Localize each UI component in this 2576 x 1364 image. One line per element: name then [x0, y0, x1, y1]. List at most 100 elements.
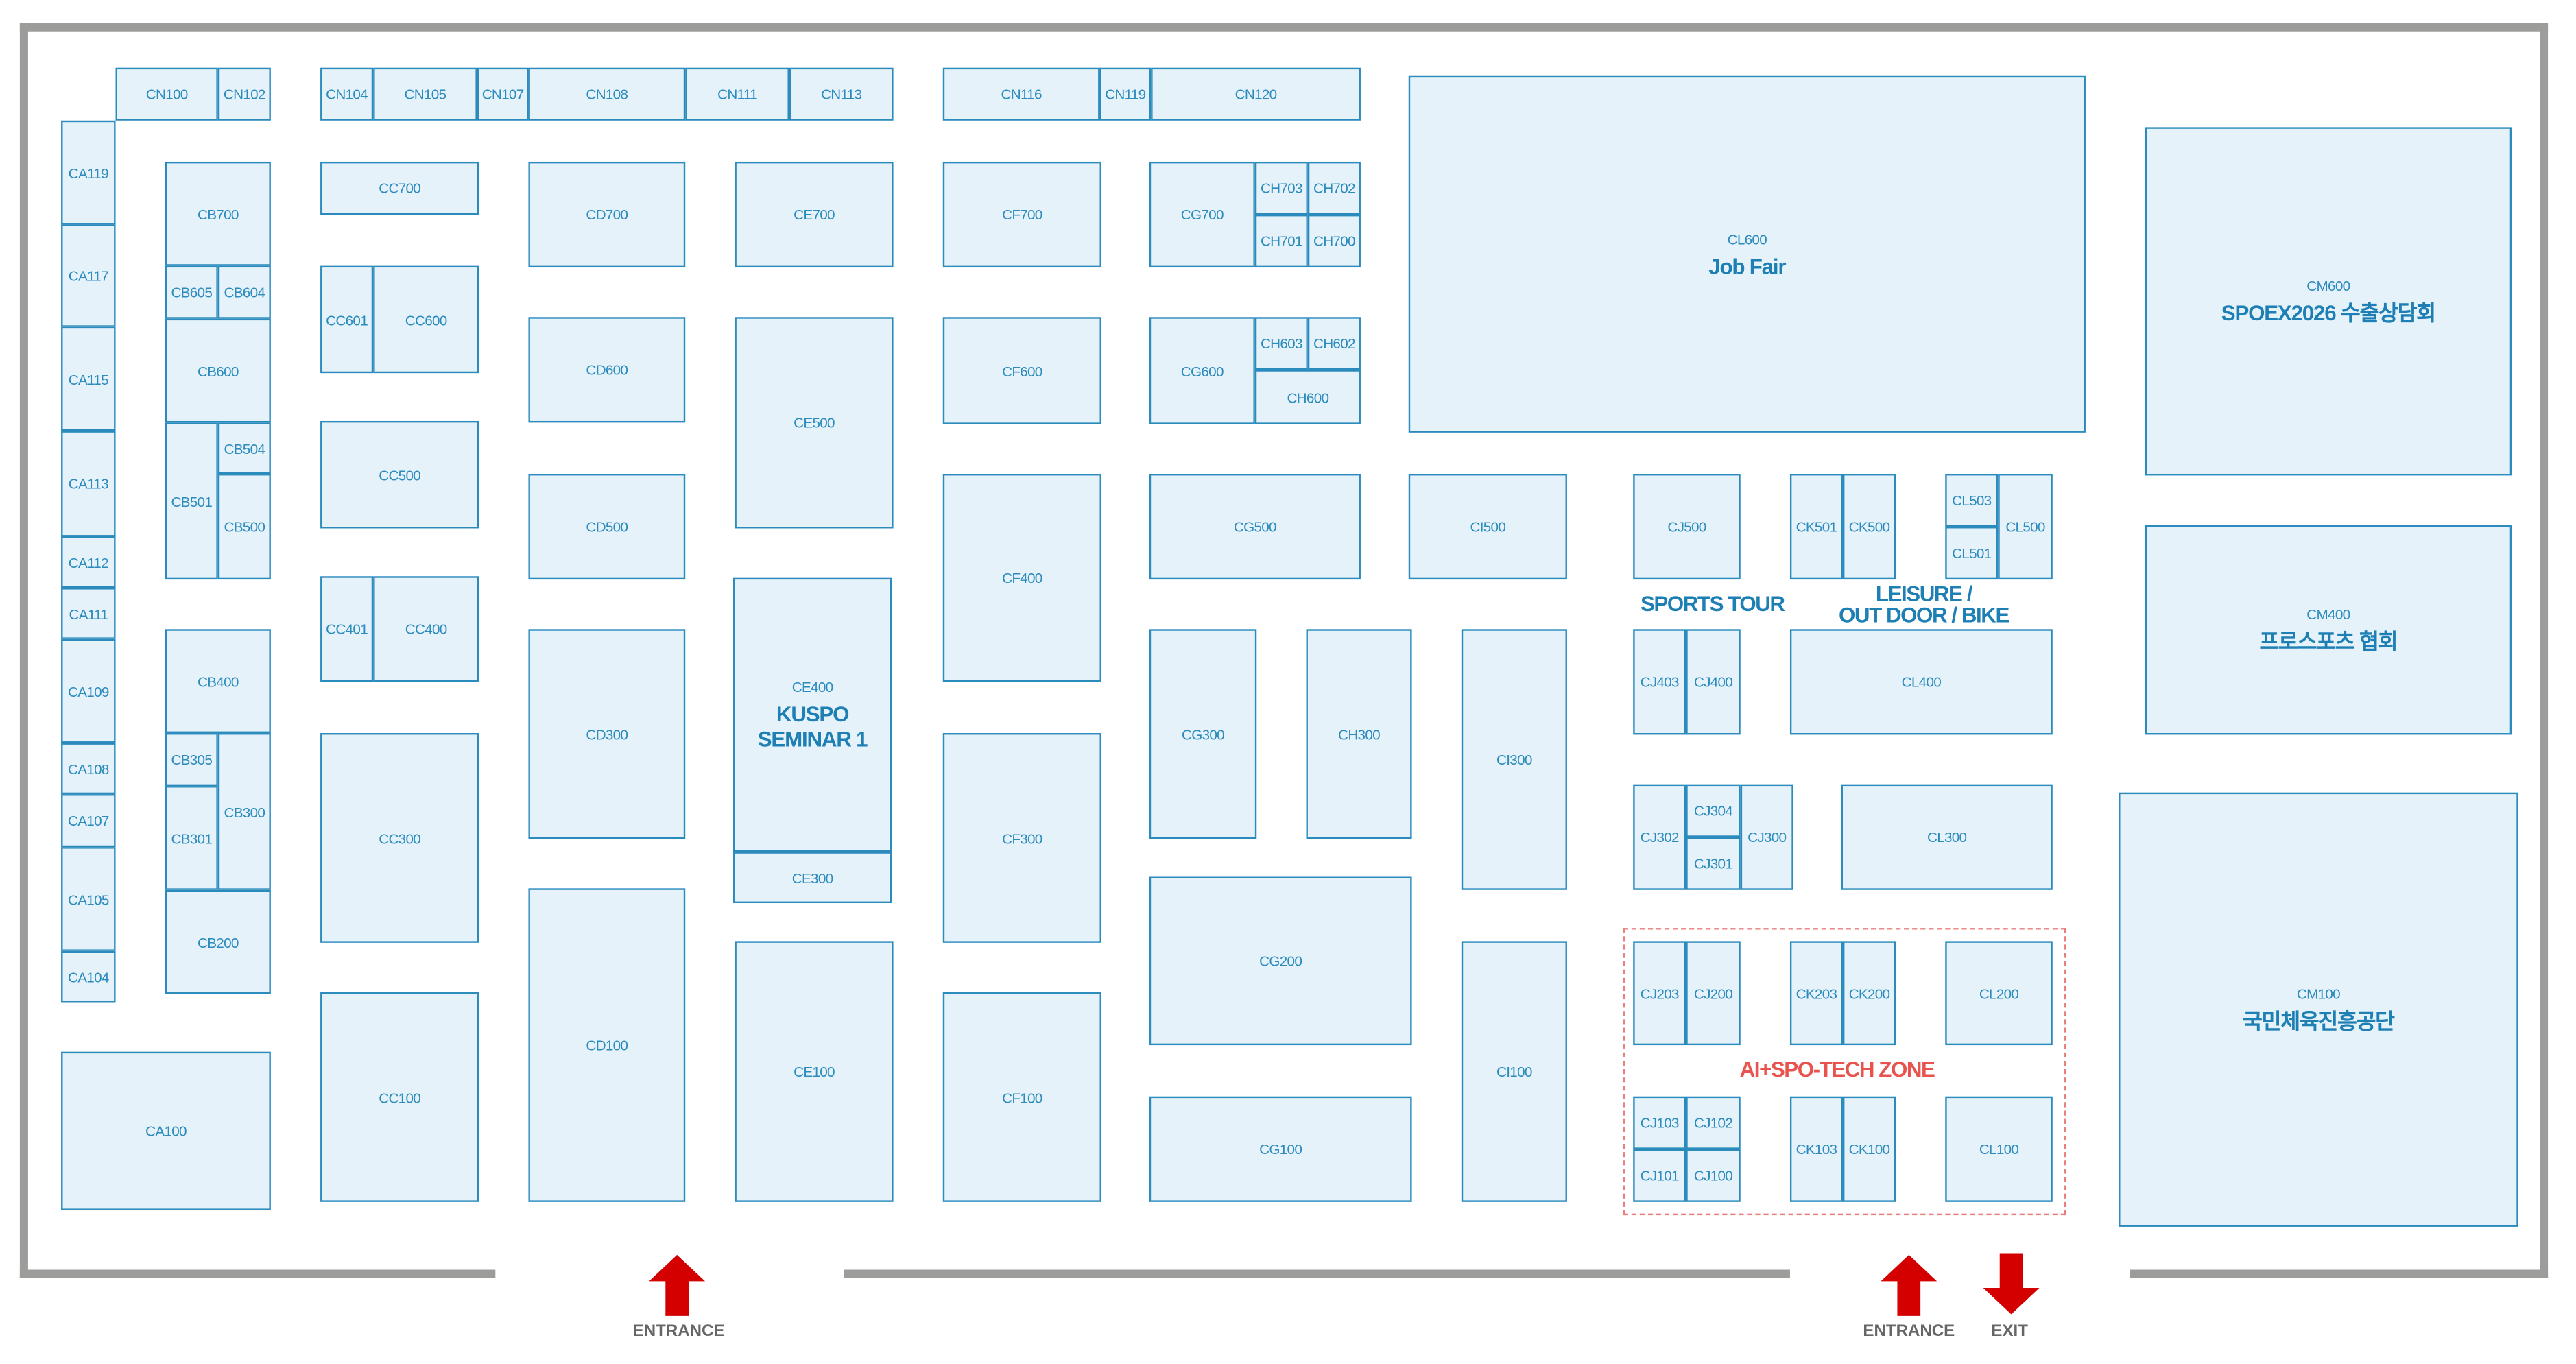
- booth-cl400[interactable]: CL400: [1789, 629, 2053, 735]
- booth-cf700[interactable]: CF700: [942, 161, 1101, 268]
- booth-cc401[interactable]: CC401: [320, 576, 374, 682]
- booth-ca100[interactable]: CA100: [61, 1051, 271, 1210]
- booth-ci100[interactable]: CI100: [1461, 941, 1567, 1202]
- booth-cd600[interactable]: CD600: [528, 317, 686, 423]
- booth-cb600[interactable]: CB600: [165, 318, 271, 423]
- booth-cn113[interactable]: CN113: [789, 67, 894, 121]
- booth-cc700[interactable]: CC700: [320, 161, 479, 215]
- booth-ch701[interactable]: CH701: [1254, 215, 1308, 268]
- booth-ca107[interactable]: CA107: [61, 794, 116, 848]
- booth-cj400[interactable]: CJ400: [1686, 629, 1741, 735]
- booth-ch602[interactable]: CH602: [1307, 317, 1361, 370]
- booth-ch300[interactable]: CH300: [1306, 629, 1412, 839]
- booth-cl200[interactable]: CL200: [1945, 941, 2053, 1046]
- booth-cn111[interactable]: CN111: [685, 67, 789, 121]
- booth-ca108[interactable]: CA108: [61, 743, 116, 795]
- booth-ca112[interactable]: CA112: [61, 536, 116, 588]
- booth-cn102[interactable]: CN102: [217, 67, 271, 121]
- booth-cb200[interactable]: CB200: [165, 889, 271, 994]
- booth-cj100[interactable]: CJ100: [1686, 1149, 1741, 1202]
- booth-cb501[interactable]: CB501: [165, 422, 218, 580]
- booth-cj300[interactable]: CJ300: [1740, 784, 1793, 890]
- booth-cn100[interactable]: CN100: [115, 67, 218, 121]
- booth-ca104[interactable]: CA104: [61, 950, 116, 1003]
- booth-cf100[interactable]: CF100: [942, 992, 1101, 1202]
- booth-cg300[interactable]: CG300: [1149, 629, 1257, 839]
- booth-ck501[interactable]: CK501: [1789, 474, 1843, 580]
- booth-ce100[interactable]: CE100: [735, 941, 894, 1202]
- booth-cn120[interactable]: CN120: [1151, 67, 1361, 121]
- booth-cc300[interactable]: CC300: [320, 733, 479, 943]
- booth-cl300[interactable]: CL300: [1841, 784, 2053, 890]
- booth-cn105[interactable]: CN105: [373, 67, 477, 121]
- booth-ck100[interactable]: CK100: [1842, 1096, 1896, 1202]
- booth-ca105[interactable]: CA105: [61, 847, 116, 951]
- booth-cg600[interactable]: CG600: [1149, 317, 1255, 424]
- booth-cj302[interactable]: CJ302: [1633, 784, 1686, 890]
- booth-cc600[interactable]: CC600: [373, 265, 479, 374]
- booth-cj301[interactable]: CJ301: [1686, 837, 1741, 890]
- booth-ci300[interactable]: CI300: [1461, 629, 1567, 890]
- booth-cd700[interactable]: CD700: [528, 161, 686, 268]
- booth-ca109[interactable]: CA109: [61, 638, 116, 743]
- booth-cj102[interactable]: CJ102: [1686, 1096, 1741, 1149]
- booth-ch702[interactable]: CH702: [1307, 161, 1361, 215]
- booth-cn116[interactable]: CN116: [942, 67, 1100, 121]
- booth-ck500[interactable]: CK500: [1842, 474, 1896, 580]
- booth-cd500[interactable]: CD500: [528, 474, 686, 580]
- booth-cj103[interactable]: CJ103: [1633, 1096, 1686, 1149]
- booth-ca119[interactable]: CA119: [61, 120, 116, 225]
- booth-cl100[interactable]: CL100: [1945, 1096, 2053, 1202]
- booth-cd300[interactable]: CD300: [528, 629, 686, 839]
- booth-cg100[interactable]: CG100: [1149, 1096, 1412, 1202]
- booth-cl500[interactable]: CL500: [1998, 474, 2053, 580]
- booth-cc100[interactable]: CC100: [320, 992, 479, 1202]
- booth-cb500[interactable]: CB500: [217, 474, 271, 580]
- booth-cb504[interactable]: CB504: [217, 422, 271, 475]
- booth-ce700[interactable]: CE700: [735, 161, 894, 268]
- booth-cl501[interactable]: CL501: [1945, 527, 1999, 580]
- booth-cb604[interactable]: CB604: [217, 265, 271, 319]
- booth-cl503[interactable]: CL503: [1945, 474, 1999, 527]
- booth-ch600[interactable]: CH600: [1254, 370, 1361, 424]
- booth-cg200[interactable]: CG200: [1149, 876, 1412, 1046]
- booth-cc500[interactable]: CC500: [320, 420, 479, 529]
- booth-ca115[interactable]: CA115: [61, 326, 116, 431]
- booth-ca113[interactable]: CA113: [61, 431, 116, 537]
- booth-ca111[interactable]: CA111: [61, 588, 116, 639]
- booth-cj101[interactable]: CJ101: [1633, 1149, 1686, 1202]
- booth-cf300[interactable]: CF300: [942, 733, 1101, 943]
- booth-ch703[interactable]: CH703: [1254, 161, 1308, 215]
- booth-cb605[interactable]: CB605: [165, 265, 218, 319]
- booth-cb300[interactable]: CB300: [217, 733, 271, 890]
- booth-ca117[interactable]: CA117: [61, 224, 116, 327]
- booth-cc400[interactable]: CC400: [373, 576, 479, 682]
- booth-cj203[interactable]: CJ203: [1633, 941, 1686, 1046]
- booth-cb700[interactable]: CB700: [165, 161, 271, 266]
- booth-cf400[interactable]: CF400: [942, 474, 1101, 682]
- booth-cd100[interactable]: CD100: [528, 888, 686, 1202]
- booth-cj500[interactable]: CJ500: [1633, 474, 1741, 580]
- booth-cc601[interactable]: CC601: [320, 265, 374, 374]
- booth-ch603[interactable]: CH603: [1254, 317, 1308, 370]
- booth-ch700[interactable]: CH700: [1307, 215, 1361, 268]
- booth-cn108[interactable]: CN108: [528, 67, 686, 121]
- booth-cn119[interactable]: CN119: [1099, 67, 1152, 121]
- booth-cn107[interactable]: CN107: [477, 67, 529, 121]
- booth-cj200[interactable]: CJ200: [1686, 941, 1741, 1046]
- booth-cb305[interactable]: CB305: [165, 733, 218, 787]
- booth-ck200[interactable]: CK200: [1842, 941, 1896, 1046]
- booth-cg500[interactable]: CG500: [1149, 474, 1361, 580]
- booth-ce300[interactable]: CE300: [733, 852, 892, 904]
- booth-cj403[interactable]: CJ403: [1633, 629, 1686, 735]
- booth-cg700[interactable]: CG700: [1149, 161, 1255, 268]
- booth-ck203[interactable]: CK203: [1789, 941, 1843, 1046]
- booth-ci500[interactable]: CI500: [1408, 474, 1567, 580]
- booth-ck103[interactable]: CK103: [1789, 1096, 1843, 1202]
- booth-cj304[interactable]: CJ304: [1686, 784, 1741, 837]
